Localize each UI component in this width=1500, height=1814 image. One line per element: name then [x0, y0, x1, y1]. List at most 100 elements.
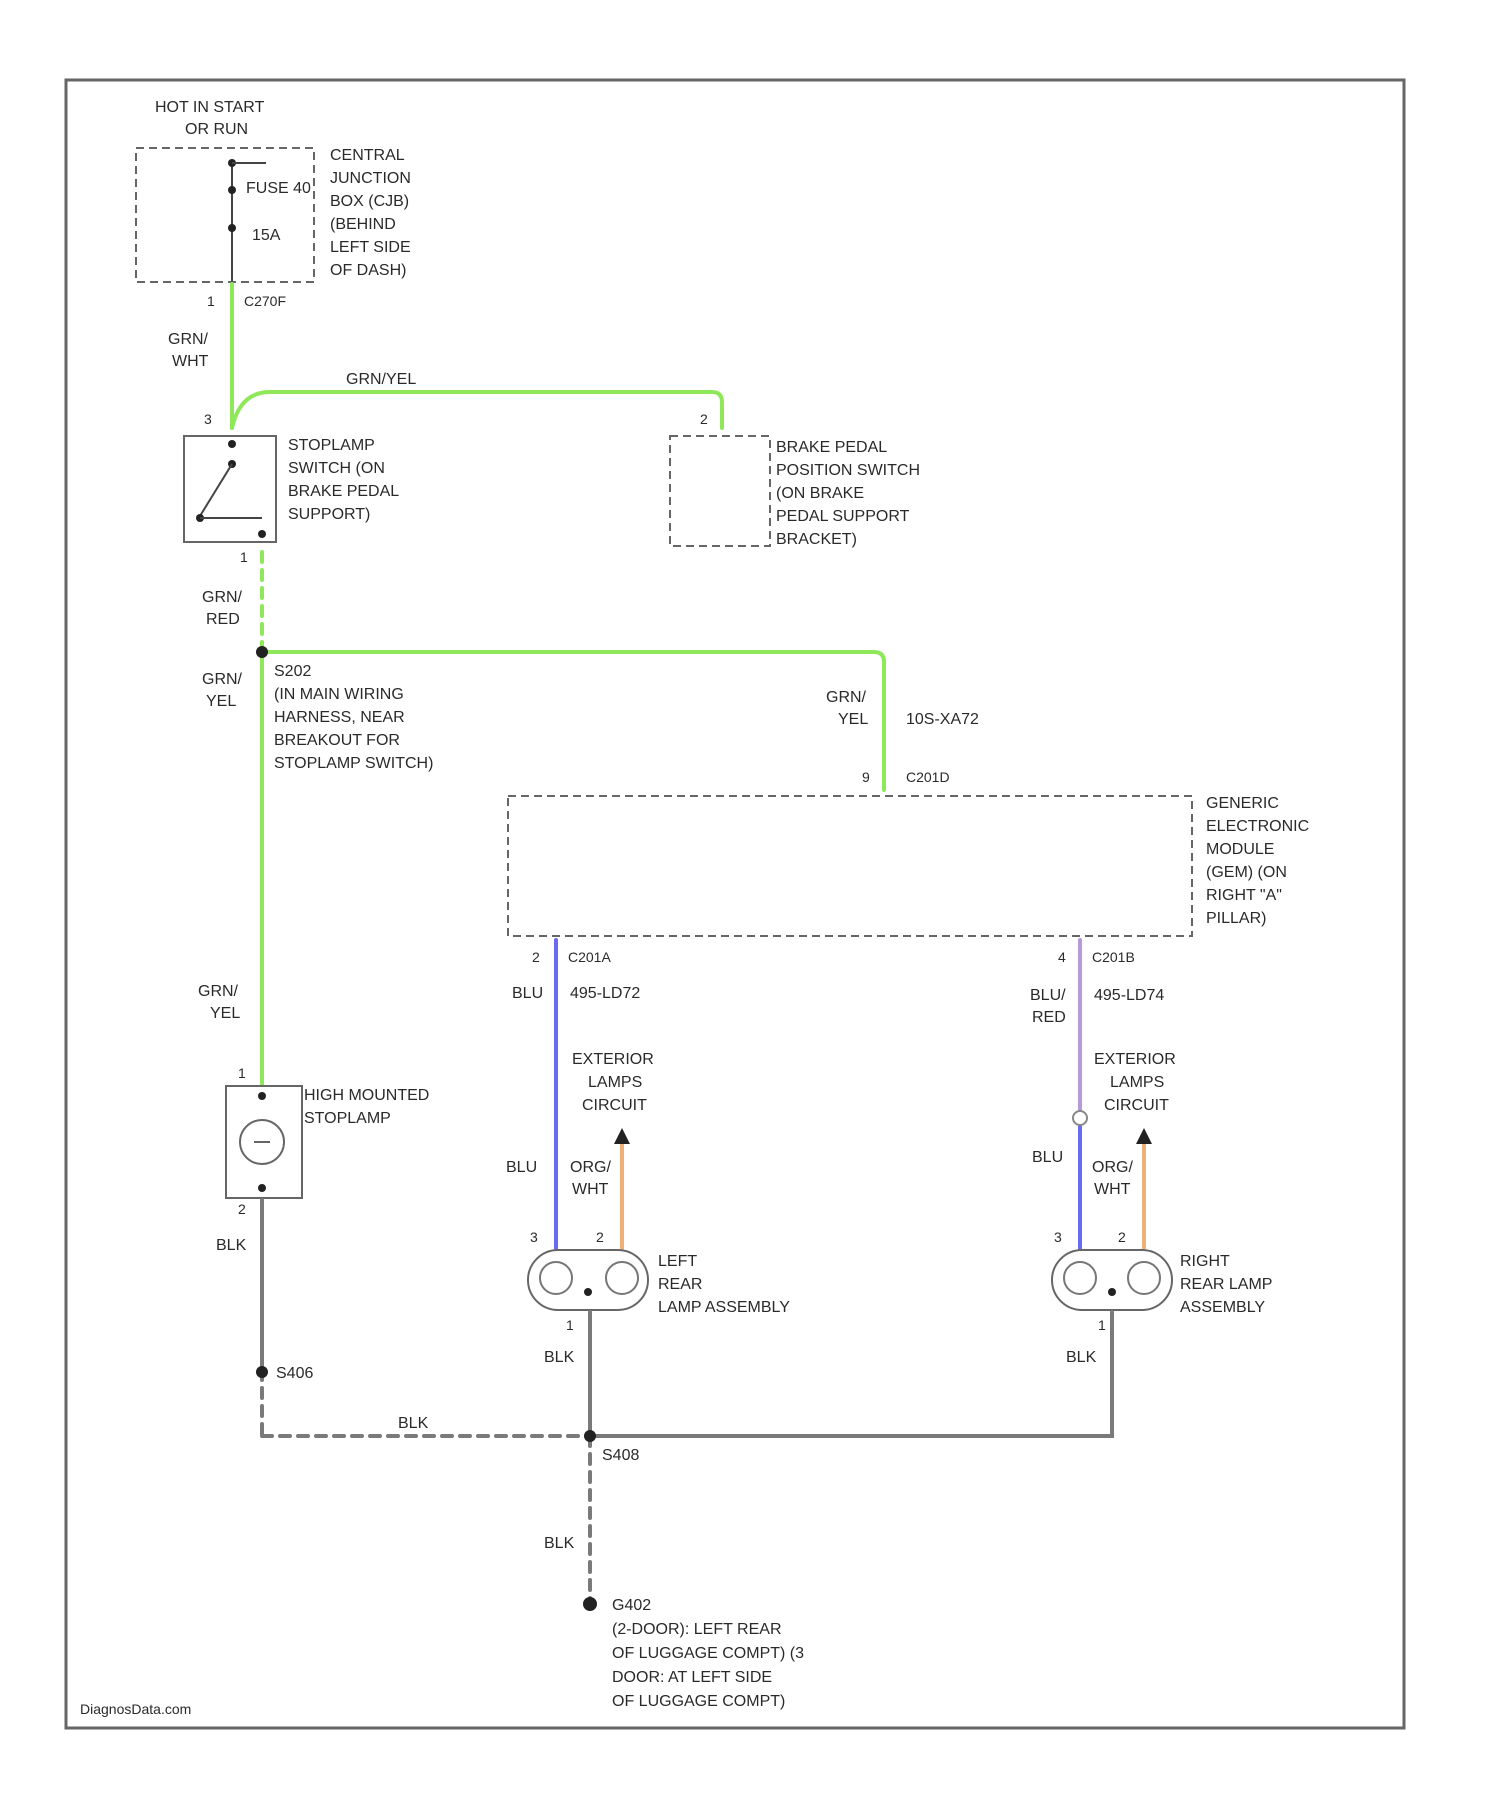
wire-label-blu-left: BLU — [512, 985, 543, 1002]
ext-lamps-left-1: EXTERIOR — [572, 1051, 654, 1068]
bpp-desc-2: POSITION SWITCH — [776, 462, 920, 479]
wire-label-blk-left-lamp: BLK — [544, 1349, 575, 1366]
hmsl-terminal-top — [258, 1092, 266, 1100]
brake-pedal-position-switch: 2 BRAKE PEDAL POSITION SWITCH (ON BRAKE … — [670, 411, 920, 548]
ground-g402: G402 (2-DOOR): LEFT REAR OF LUGGAGE COMP… — [583, 1597, 804, 1710]
wire-label-grn-wht-2: WHT — [172, 353, 209, 370]
wire-label-grn-yel-lower-1: GRN/ — [198, 983, 239, 1000]
stoplamp-switch-desc-1: STOPLAMP — [288, 437, 375, 454]
wire-label-grn-yel-top: GRN/YEL — [346, 371, 416, 388]
splice-s202 — [256, 646, 268, 658]
inline-connector-right — [1073, 1111, 1087, 1125]
cjb-desc-3: BOX (CJB) — [330, 193, 409, 210]
wire-circuit-left: 495-LD72 — [570, 985, 640, 1002]
gem-desc-4: (GEM) (ON — [1206, 864, 1287, 881]
splice-s406-label: S406 — [276, 1365, 313, 1382]
wire-blk-right-lamp — [590, 1312, 1112, 1436]
splice-s202-desc-1: (IN MAIN WIRING — [274, 686, 404, 703]
gem-conn-left: C201A — [568, 949, 611, 965]
ext-lamps-right-1: EXTERIOR — [1094, 1051, 1176, 1068]
stoplamp-switch-desc-4: SUPPORT) — [288, 506, 370, 523]
hmsl-terminal-bottom — [258, 1184, 266, 1192]
cjb-desc-6: OF DASH) — [330, 262, 406, 279]
splice-s202-desc-2: HARNESS, NEAR — [274, 709, 405, 726]
gem-conn-in: C201D — [906, 769, 950, 785]
cjb-pin: 1 — [207, 293, 215, 309]
fuse-box: HOT IN START OR RUN FUSE 40 15A CENTRAL … — [136, 99, 411, 309]
wire-label-org-wht-left-1: ORG/ — [570, 1159, 611, 1176]
fuse-box-header-2: OR RUN — [185, 121, 248, 138]
ground-g402-desc-1: (2-DOOR): LEFT REAR — [612, 1621, 782, 1638]
left-lamp-pin-b: 2 — [596, 1229, 604, 1245]
stoplamp-switch-contact-1 — [228, 440, 236, 448]
right-lamp-bulb-icon-2 — [1128, 1262, 1160, 1294]
wire-circuit-top: 10S-XA72 — [906, 711, 979, 728]
hmsl-pin-bottom: 2 — [238, 1201, 246, 1217]
wire-label-blk-hmsl: BLK — [216, 1237, 247, 1254]
wire-label-org-wht-left-2: WHT — [572, 1181, 609, 1198]
wire-label-org-wht-right-2: WHT — [1094, 1181, 1131, 1198]
gem-desc-2: ELECTRONIC — [1206, 818, 1309, 835]
ground-g402-id: G402 — [612, 1597, 651, 1614]
left-lamp-bulb-icon-2 — [606, 1262, 638, 1294]
wire-label-blu-red-1: BLU/ — [1030, 987, 1066, 1004]
ground-g402-desc-2: OF LUGGAGE COMPT) (3 — [612, 1645, 804, 1662]
wire-label-blu-lower-right: BLU — [1032, 1149, 1063, 1166]
right-lamp-pin-a: 3 — [1054, 1229, 1062, 1245]
ground-g402-point — [583, 1597, 597, 1611]
gem-pin-left: 2 — [532, 949, 540, 965]
bpp-pin: 2 — [700, 411, 708, 427]
bpp-desc-4: PEDAL SUPPORT — [776, 508, 910, 525]
wire-label-blu-lower-left: BLU — [506, 1159, 537, 1176]
bpp-desc-5: BRACKET) — [776, 531, 857, 548]
stoplamp-switch: 3 1 STOPLAMP SWITCH (ON BRAKE PEDAL SUPP… — [184, 411, 399, 565]
splice-s202-desc-4: STOPLAMP SWITCH) — [274, 755, 433, 772]
ext-lamps-right-3: CIRCUIT — [1104, 1097, 1169, 1114]
bpp-desc-1: BRAKE PEDAL — [776, 439, 887, 456]
wire-label-grn-yel-lower-2: YEL — [210, 1005, 240, 1022]
gem-desc-1: GENERIC — [1206, 795, 1279, 812]
ground-g402-desc-3: DOOR: AT LEFT SIDE — [612, 1669, 772, 1686]
gem-conn-right: C201B — [1092, 949, 1135, 965]
ground-g402-desc-4: OF LUGGAGE COMPT) — [612, 1693, 785, 1710]
hmsl-desc-2: STOPLAMP — [304, 1110, 391, 1127]
right-lamp-pin-c: 1 — [1098, 1317, 1106, 1333]
left-rear-lamp-assembly: 3 2 1 LEFT REAR LAMP ASSEMBLY — [528, 1229, 790, 1333]
stoplamp-switch-body — [184, 436, 276, 542]
splice-s202-desc-3: BREAKOUT FOR — [274, 732, 400, 749]
wire-label-grn-wht-1: GRN/ — [168, 331, 209, 348]
wire-label-org-wht-right-1: ORG/ — [1092, 1159, 1133, 1176]
ext-lamps-left-3: CIRCUIT — [582, 1097, 647, 1114]
left-lamp-desc-1: LEFT — [658, 1253, 697, 1270]
right-lamp-desc-1: RIGHT — [1180, 1253, 1230, 1270]
stoplamp-switch-desc-2: SWITCH (ON — [288, 460, 385, 477]
cjb-connector: C270F — [244, 293, 286, 309]
ext-lamps-right-2: LAMPS — [1110, 1074, 1164, 1091]
gem-pin-in: 9 — [862, 769, 870, 785]
central-junction-box-outline — [136, 148, 314, 282]
right-lamp-terminal — [1108, 1288, 1116, 1296]
generic-electronic-module: 9 C201D GENERIC ELECTRONIC MODULE (GEM) … — [508, 769, 1309, 965]
ext-lamps-left-2: LAMPS — [588, 1074, 642, 1091]
right-lamp-pin-b: 2 — [1118, 1229, 1126, 1245]
splice-s408 — [584, 1430, 596, 1442]
right-rear-lamp-assembly: 3 2 1 RIGHT REAR LAMP ASSEMBLY — [1052, 1229, 1272, 1333]
wire-label-grn-red-2: RED — [206, 611, 240, 628]
fuse-terminal-3 — [228, 224, 236, 232]
cjb-desc-1: CENTRAL — [330, 147, 405, 164]
bpp-desc-3: (ON BRAKE — [776, 485, 864, 502]
wire-label-blk-right-lamp: BLK — [1066, 1349, 1097, 1366]
left-lamp-desc-2: REAR — [658, 1276, 702, 1293]
fuse-terminal-2 — [228, 186, 236, 194]
diagram-frame — [66, 80, 1404, 1728]
splice-s406 — [256, 1366, 268, 1378]
gem-desc-3: MODULE — [1206, 841, 1274, 858]
ext-lamps-right-arrow — [1136, 1128, 1152, 1144]
wire-label-blk-bus: BLK — [398, 1415, 429, 1432]
stoplamp-switch-pin-top: 3 — [204, 411, 212, 427]
left-lamp-pin-a: 3 — [530, 1229, 538, 1245]
wire-grn-yel-top — [232, 392, 722, 428]
hmsl-desc-1: HIGH MOUNTED — [304, 1087, 429, 1104]
left-lamp-terminal — [584, 1288, 592, 1296]
